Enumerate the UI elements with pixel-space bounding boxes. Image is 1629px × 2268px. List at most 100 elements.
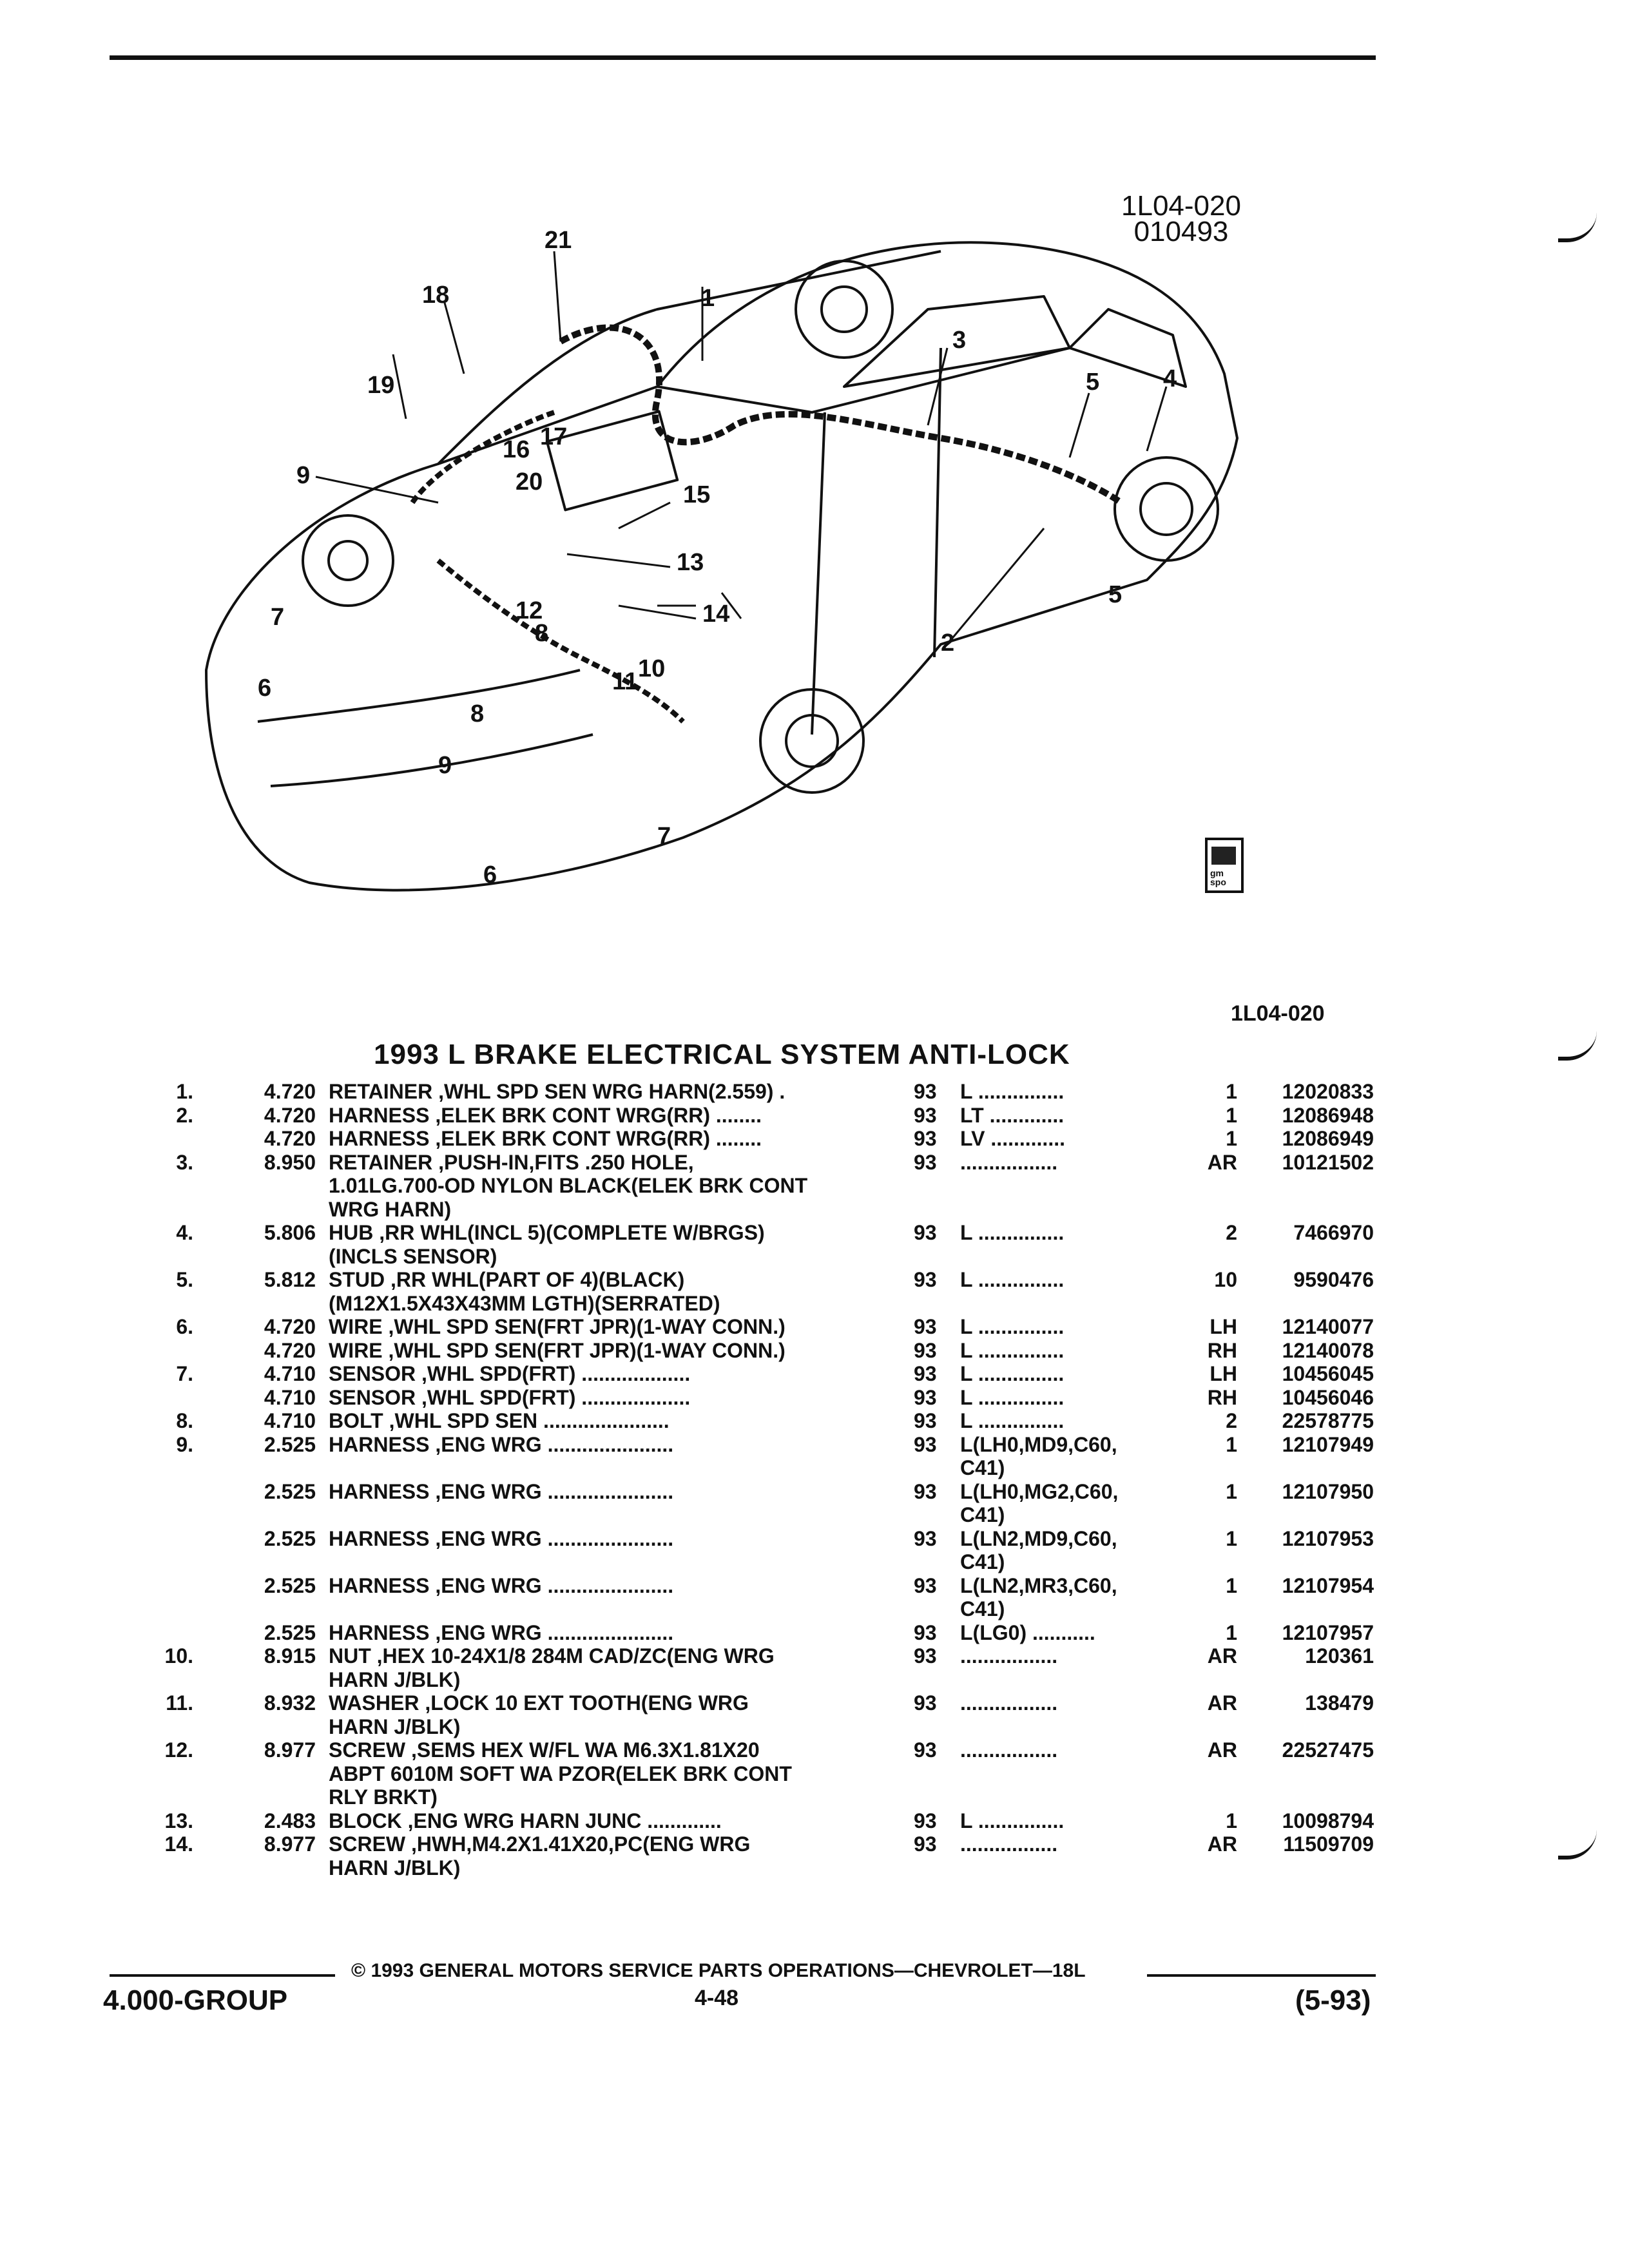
table-row: HARN J/BLK) (0, 1715, 1629, 1739)
top-rule (110, 55, 1376, 60)
usage-code: L ............... (960, 1221, 1065, 1244)
description: WIRE ,WHL SPD SEN(FRT JPR)(1-WAY CONN.) (329, 1338, 786, 1362)
usage-code: ................. (960, 1150, 1058, 1174)
description: HARN J/BLK) (329, 1667, 461, 1691)
description: HUB ,RR WHL(INCL 5)(COMPLETE W/BRGS) (329, 1221, 765, 1244)
usage-code: ................. (960, 1691, 1058, 1715)
item-number: 12. (164, 1738, 193, 1762)
usage-code: L(LH0,MD9,C60, (960, 1432, 1117, 1456)
group-number: 8.977 (264, 1738, 316, 1762)
section-code: 1L04-020 (1231, 1001, 1325, 1026)
quantity: RH (1207, 1385, 1237, 1409)
description: HARNESS ,ELEK BRK CONT WRG(RR) ........ (329, 1127, 762, 1150)
part-number: 12086948 (1282, 1103, 1374, 1127)
description: RETAINER ,WHL SPD SEN WRG HARN(2.559) . (329, 1080, 786, 1103)
group-number: 2.525 (264, 1620, 316, 1644)
description: NUT ,HEX 10-24X1/8 284M CAD/ZC(ENG WRG (329, 1644, 775, 1667)
quantity: AR (1207, 1832, 1237, 1856)
usage-code: L(LG0) ........... (960, 1620, 1095, 1644)
group-number: 4.710 (264, 1385, 316, 1409)
table-row: 10. 8.915 NUT ,HEX 10-24X1/8 284M CAD/ZC(E… (0, 1644, 1629, 1668)
svg-text:7: 7 (271, 604, 284, 631)
part-number: 10098794 (1282, 1809, 1374, 1832)
usage-code: ................. (960, 1738, 1058, 1762)
group-number: 4.710 (264, 1362, 316, 1385)
part-number: 12107953 (1282, 1526, 1374, 1550)
svg-text:2: 2 (941, 629, 954, 657)
group-number: 4.710 (264, 1409, 316, 1432)
model-year: 93 (914, 1338, 937, 1362)
usage-code: C41) (960, 1503, 1005, 1526)
part-number: 22578775 (1282, 1409, 1374, 1432)
group-label: 4.000-GROUP (103, 1984, 288, 2016)
svg-text:19: 19 (367, 372, 394, 399)
svg-text:10: 10 (638, 655, 665, 682)
quantity: AR (1207, 1691, 1237, 1715)
model-year: 93 (914, 1644, 937, 1667)
quantity: 1 (1226, 1432, 1237, 1456)
model-year: 93 (914, 1385, 937, 1409)
description: HARN J/BLK) (329, 1715, 461, 1738)
part-number: 9590476 (1293, 1268, 1374, 1291)
svg-text:6: 6 (483, 861, 497, 889)
description: WIRE ,WHL SPD SEN(FRT JPR)(1-WAY CONN.) (329, 1315, 786, 1338)
group-number: 4.720 (264, 1080, 316, 1103)
item-number: 8. (176, 1409, 193, 1432)
usage-code: LV ............. (960, 1127, 1065, 1150)
svg-text:5: 5 (1086, 369, 1099, 396)
model-year: 93 (914, 1150, 937, 1174)
description: HARNESS ,ENG WRG ...................... (329, 1432, 674, 1456)
quantity: 2 (1226, 1221, 1237, 1244)
table-row: (INCLS SENSOR) (0, 1245, 1629, 1269)
binder-notch-icon (1558, 1031, 1597, 1061)
group-number: 2.525 (264, 1479, 316, 1503)
group-number: 8.915 (264, 1644, 316, 1667)
item-number: 7. (176, 1362, 193, 1385)
logo-block (1211, 847, 1236, 865)
usage-code: L ............... (960, 1385, 1065, 1409)
item-number: 10. (164, 1644, 193, 1667)
part-number: 10456046 (1282, 1385, 1374, 1409)
svg-text:5: 5 (1108, 581, 1122, 608)
usage-code: LT ............. (960, 1103, 1065, 1127)
model-year: 93 (914, 1080, 937, 1103)
binder-notch-icon (1558, 1830, 1597, 1860)
footer-rule-left (110, 1974, 335, 1977)
quantity: AR (1207, 1644, 1237, 1667)
quantity: LH (1210, 1362, 1237, 1385)
svg-text:8: 8 (470, 700, 484, 727)
description: HARNESS ,ENG WRG ...................... (329, 1573, 674, 1597)
svg-text:20: 20 (516, 468, 543, 495)
quantity: 1 (1226, 1526, 1237, 1550)
item-number: 5. (176, 1268, 193, 1291)
description: BOLT ,WHL SPD SEN ...................... (329, 1409, 670, 1432)
model-year: 93 (914, 1127, 937, 1150)
description: WASHER ,LOCK 10 EXT TOOTH(ENG WRG (329, 1691, 749, 1715)
part-number: 11509709 (1283, 1832, 1374, 1856)
quantity: 1 (1226, 1103, 1237, 1127)
table-row: WRG HARN) (0, 1198, 1629, 1222)
part-number: 10456045 (1282, 1362, 1374, 1385)
group-number: 2.525 (264, 1526, 316, 1550)
group-number: 2.525 (264, 1432, 316, 1456)
svg-text:18: 18 (422, 282, 449, 309)
svg-text:4: 4 (1163, 365, 1177, 392)
quantity: LH (1210, 1315, 1237, 1338)
svg-text:11: 11 (612, 668, 638, 695)
item-number: 4. (176, 1221, 193, 1244)
description: (M12X1.5X43X43MM LGTH)(SERRATED) (329, 1291, 720, 1315)
table-row: (M12X1.5X43X43MM LGTH)(SERRATED) (0, 1292, 1629, 1316)
usage-code: L ............... (960, 1362, 1065, 1385)
